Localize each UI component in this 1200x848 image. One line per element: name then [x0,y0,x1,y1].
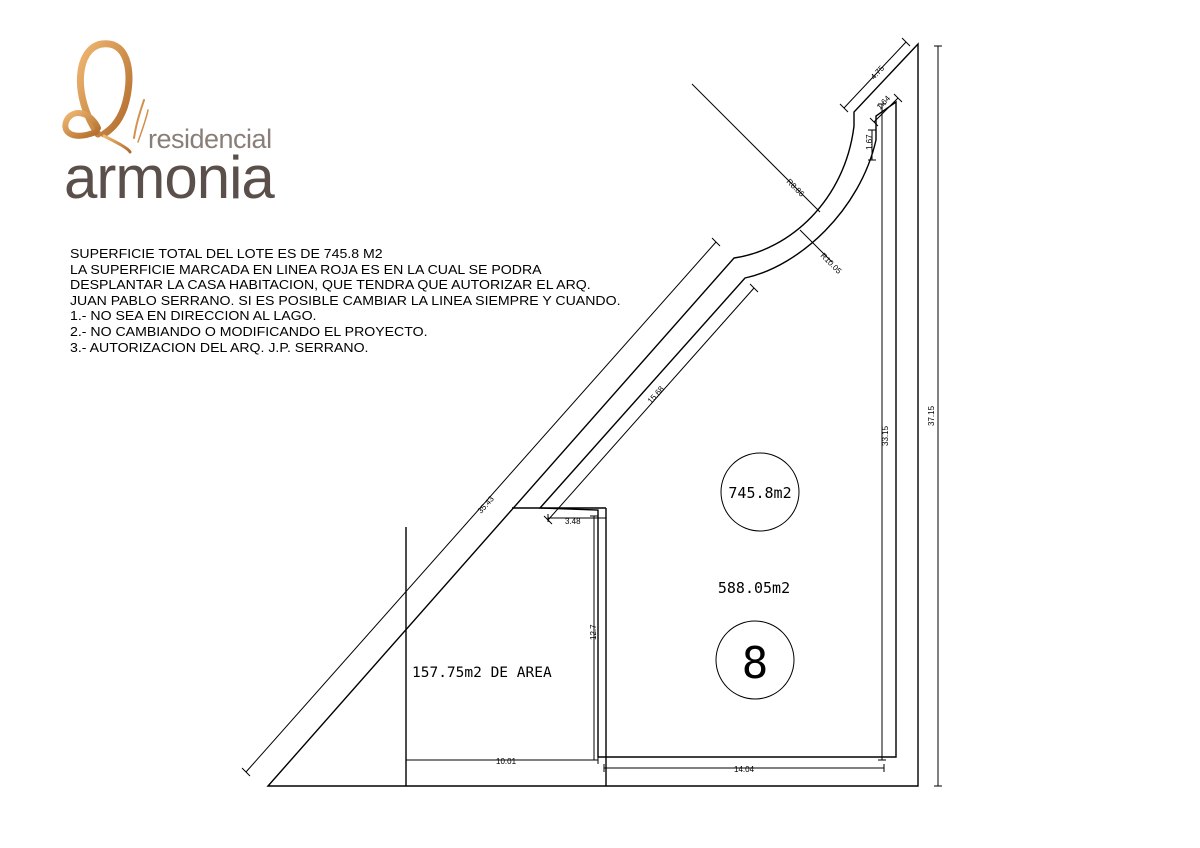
note-line: JUAN PABLO SERRANO. SI ES POSIBLE CAMBIA… [70,292,621,308]
lot-number-label: 8 [742,638,769,689]
dim-diagonal-inner: 15.68 [646,384,666,405]
note-line: DESPLANTAR LA CASA HABITACION, QUE TENDR… [70,277,591,293]
lot-boundary [266,42,919,787]
note-line: 1.- NO SEA EN DIRECCION AL LAGO. [70,308,317,324]
dim-curve-inner: 1.67 [865,134,874,150]
dim-line-top [843,41,907,109]
restricted-area-label: 157.75m2 DE AREA [412,665,552,681]
note-line: 3.- AUTORIZACION DEL ARQ. J.P. SERRANO. [70,339,369,355]
buildable-area-label: 588.05m2 [718,579,790,597]
lot-number-circle [715,620,795,700]
brand-subtitle: residencial [148,124,272,154]
brand-name: armonia [64,144,275,211]
dim-bottom-left: 10.01 [496,757,517,766]
lot-notes: SUPERFICIE TOTAL DEL LOTE ES DE 745.8 M2… [70,246,620,355]
note-line: SUPERFICIE TOTAL DEL LOTE ES DE 745.8 M2 [70,246,383,261]
dim-diagonal-outer: 35.43 [476,494,496,515]
dim-top-inner: 1.64 [875,93,893,111]
dim-step-width: 3.48 [565,517,581,526]
note-line: 2.- NO CAMBIANDO O MODIFICANDO EL PROYEC… [70,323,428,339]
total-area-circle [720,452,800,532]
dim-block-height: 12.7 [589,624,598,640]
dim-radius-inner: R10.05 [819,251,844,276]
butterfly-logo-icon [62,40,149,154]
note-line: LA SUPERFICIE MARCADA EN LINEA ROJA ES E… [70,261,542,277]
dim-right-outer: 37.15 [927,405,936,426]
dim-right-inner: 33.15 [881,425,890,446]
setback-line [538,100,897,758]
dim-line-top-inner [873,97,899,123]
total-area-label: 745.8m2 [728,484,791,502]
dim-bottom-right: 14.04 [734,765,755,774]
dim-line-diagonal-outer [245,241,717,773]
radius-leader [691,83,821,213]
dim-line-diagonal-inner [547,287,755,521]
